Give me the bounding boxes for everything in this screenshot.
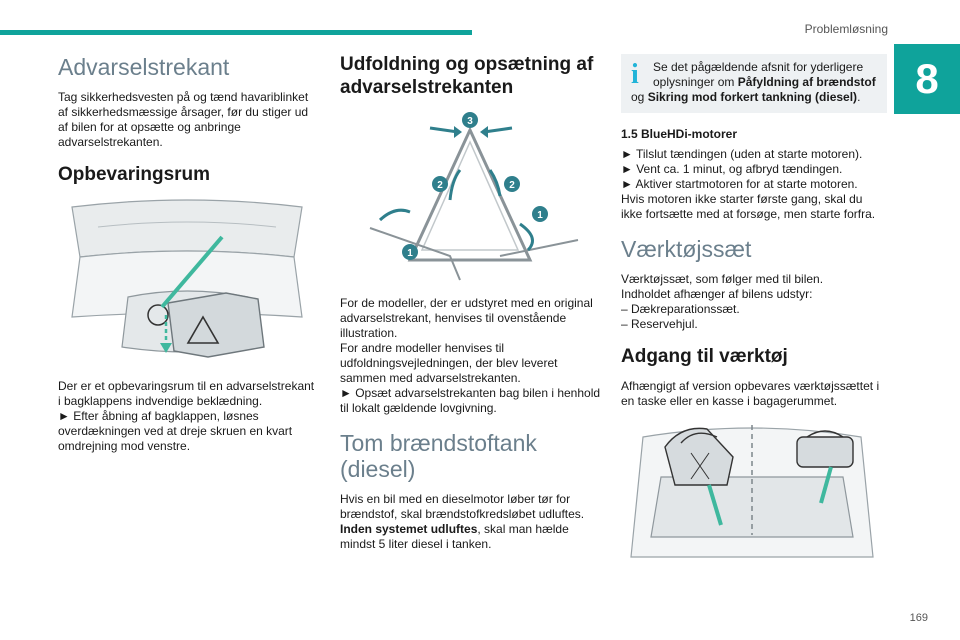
heading-empty-tank: Tom brændstoftank (diesel) (340, 429, 537, 483)
step-ignition-on: ► Tilslut tændingen (uden at starte moto… (621, 147, 863, 161)
step-start: ► Aktiver startmotoren for at starte mot… (621, 177, 858, 191)
heading-unfold-triangle: Udfoldning og opsætning af advarselstrek… (340, 54, 594, 98)
list-item-spare-wheel: – Reservehjul. (621, 317, 698, 332)
paragraph-contents: Indholdet afhænger af bilens udstyr: (621, 287, 813, 302)
page-number: 169 (909, 612, 928, 624)
callout-2-right: 2 (509, 180, 515, 191)
info-icon: i (631, 59, 639, 90)
callout-3: 3 (467, 116, 473, 127)
callout-1-left: 1 (407, 248, 413, 259)
callout-2-left: 2 (437, 180, 443, 191)
triangle-setup-illustration: 3 2 2 1 1 (369, 111, 579, 280)
paragraph-safety: Tag sikkerhedsvesten på og tænd havaribl… (58, 90, 309, 150)
heading-tool-access: Adgang til værktøj (621, 346, 788, 368)
header-accent-bar (0, 30, 472, 35)
paragraph-original-triangle: For de modeller, der er udstyret med en … (340, 295, 593, 340)
step-wait: ► Vent ca. 1 minut, og afbryd tændingen. (621, 162, 843, 176)
trunk-toolkit-illustration (630, 425, 874, 558)
step-place-triangle: ► Opsæt advarselstrekanten bag bilen i h… (340, 385, 601, 415)
column-middle: Udfoldning og opsætning af advarselstrek… (340, 54, 602, 552)
tailgate-storage-illustration (58, 197, 316, 366)
paragraph-diesel-empty: Hvis en bil med en dieselmotor løber tør… (340, 492, 585, 522)
column-left: Advarselstrekant Tag sikkerhedsvesten på… (58, 54, 320, 454)
info-box: i Se det pågældende afsnit for yderliger… (621, 54, 887, 113)
paragraph-retry: Hvis motoren ikke starter første gang, s… (621, 192, 876, 221)
section-title: Problemløsning (804, 22, 888, 36)
paragraph-toolkit: Værktøjssæt, som følger med til bilen. (621, 272, 824, 287)
paragraph-before-bleeding: Inden systemet udluftes, skal man hælde … (340, 522, 569, 552)
heading-storage: Opbevaringsrum (58, 164, 211, 186)
list-item-repair-kit: – Dækreparationssæt. (621, 302, 740, 317)
link-refuelling: Påfyldning af brændstof (737, 75, 876, 89)
column-right: i Se det pågældende afsnit for yderliger… (621, 54, 887, 567)
chapter-badge: 8 (894, 44, 960, 114)
heading-toolkit: Værktøjssæt (621, 236, 752, 262)
subheading-bluehdi: 1.5 BlueHDi-motorer (621, 127, 738, 141)
paragraph-tool-location: Afhængigt af version opbevares værktøjss… (621, 379, 880, 409)
paragraph-other-models: For andre modeller henvises til udfoldni… (340, 340, 558, 385)
heading-warning-triangle: Advarselstrekant (58, 54, 230, 80)
bold-before-bleeding: Inden systemet udluftes (340, 522, 478, 537)
step-open-cover: ► Efter åbning af bagklappen, løsnes ove… (58, 409, 293, 454)
link-misfuel: Sikring mod forkert tankning (diesel) (647, 90, 858, 104)
callout-1-right: 1 (537, 210, 543, 221)
paragraph-storage: Der er et opbevaringsrum til en advarsel… (58, 379, 315, 409)
